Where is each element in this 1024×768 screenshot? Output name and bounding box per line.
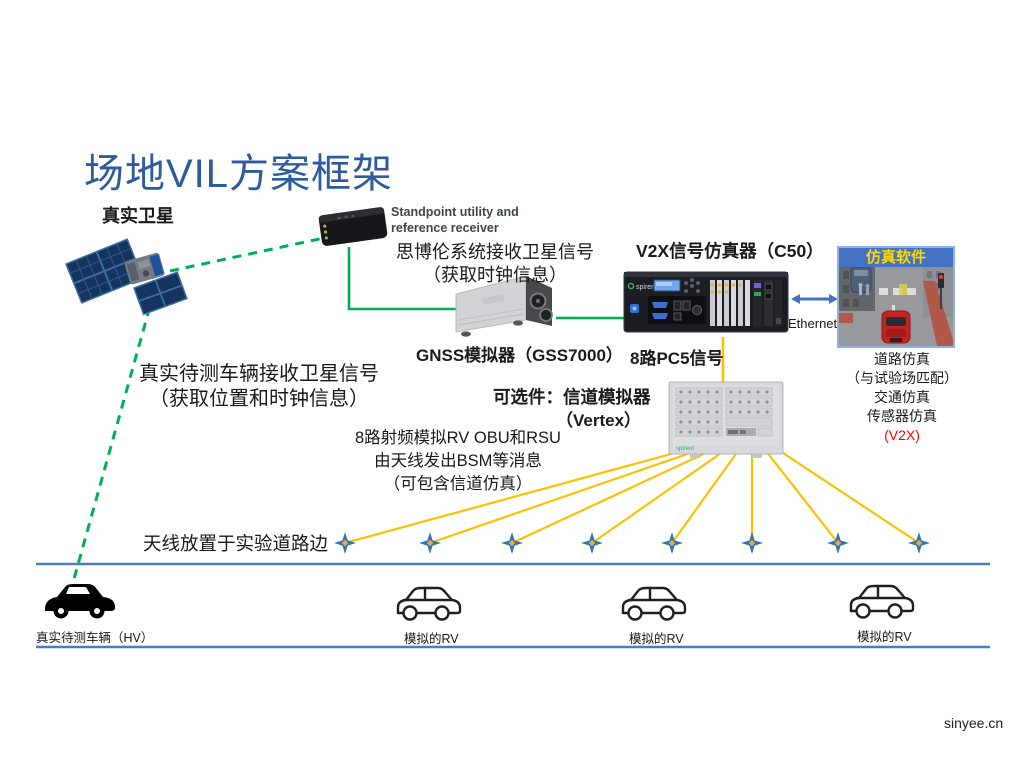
hv-car-icon [44,584,115,619]
vertex-simulator-icon: spirent [668,381,784,458]
satellite-to-receiver-dashed-line [169,236,325,273]
sim-desc-line4: 传感器仿真 [867,408,937,424]
rf-fan-line [591,450,725,544]
gnss-simulator-icon [455,275,553,337]
satellite-to-hv-dashed-line [70,291,156,587]
antenna-core [508,539,516,547]
pc5-signal-label: 8路PC5信号 [630,349,724,368]
hv-receive-note: 真实待测车辆接收卫星信号 （获取位置和时钟信息） [124,362,394,412]
rf-fan-line [344,449,683,545]
rv-car-icon [621,586,687,621]
simulation-software-header: 仿真软件 [839,248,953,267]
simulation-scene-image [839,267,953,346]
rv-car-label: 模拟的RV [857,630,912,644]
rf-fan-line [671,450,739,544]
simulation-software-panel: 仿真软件 [837,246,955,348]
rv-car-label: 模拟的RV [629,632,684,646]
sim-desc-line1: 道路仿真 [874,351,930,367]
antenna-placement-note: 天线放置于实验道路边 [143,533,329,554]
rv-car-label: 模拟的RV [404,632,459,646]
rf-note-line1: 8路射频模拟RV OBU和RSU [355,429,561,447]
rf-note: 8路射频模拟RV OBU和RSU 由天线发出BSM等消息 （可包含信道仿真） [336,427,580,496]
antenna-core [588,539,596,547]
channel-simulator-label-line1: 可选件：信道模拟器 [493,387,651,407]
satellite-label: 真实卫星 [102,206,174,226]
hv-car-label: 真实待测车辆（HV） [36,631,154,645]
rv-car-icon [849,584,915,619]
hv-receive-line1: 真实待测车辆接收卫星信号 [139,363,379,385]
page-title: 场地VIL方案框架 [84,152,394,196]
rv-car-icon [396,586,462,621]
rf-fan-line [429,449,697,545]
v2x-simulator-label: V2X信号仿真器（C50） [636,241,824,261]
v2x-simulator-icon: spirent [623,271,789,333]
hv-receive-line2: （获取位置和时钟信息） [149,388,369,410]
channel-simulator-label-line2: （Vertex） [556,411,642,430]
watermark: sinyee.cn [944,715,1004,731]
simulation-description: 道路仿真 （与试验场匹配） 交通仿真 传感器仿真 (V2X) [822,350,982,445]
antenna-core [341,539,349,547]
receiver-english-label: Standpoint utility and reference receive… [391,205,519,236]
receiver-chinese-label: 思博伦系统接收卫星信号 （获取时钟信息） [385,241,605,287]
receiver-chinese-line2: （获取时钟信息） [423,265,567,285]
rf-fan-line [779,450,920,544]
receiver-english-line2: reference receiver [391,220,499,235]
rf-fan-line [511,450,711,544]
antenna-core [748,539,756,547]
rf-note-line2: 由天线发出BSM等消息 [374,452,542,470]
svg-text:spirent: spirent [676,446,694,452]
antenna-core [834,539,842,547]
gnss-simulator-label: GNSS模拟器（GSS7000） [416,346,623,365]
reference-receiver-icon [318,207,388,246]
ethernet-arrow [791,294,838,304]
rf-fan-line [765,450,839,544]
sim-desc-line5: (V2X) [884,427,920,443]
antenna-core [668,539,676,547]
receiver-chinese-line1: 思博伦系统接收卫星信号 [396,242,594,262]
receiver-english-line1: Standpoint utility and [391,205,519,219]
satellite-icon [65,238,188,316]
antenna-core [426,539,434,547]
rf-note-line3: （可包含信道仿真） [383,475,533,493]
sim-desc-line3: 交通仿真 [874,389,930,405]
antenna-core [915,539,923,547]
sim-desc-line2: （与试验场匹配） [846,370,958,386]
svg-text:spirent: spirent [636,284,657,291]
ethernet-label: Ethernet [788,316,838,331]
receiver-to-gnss-line [347,247,462,311]
